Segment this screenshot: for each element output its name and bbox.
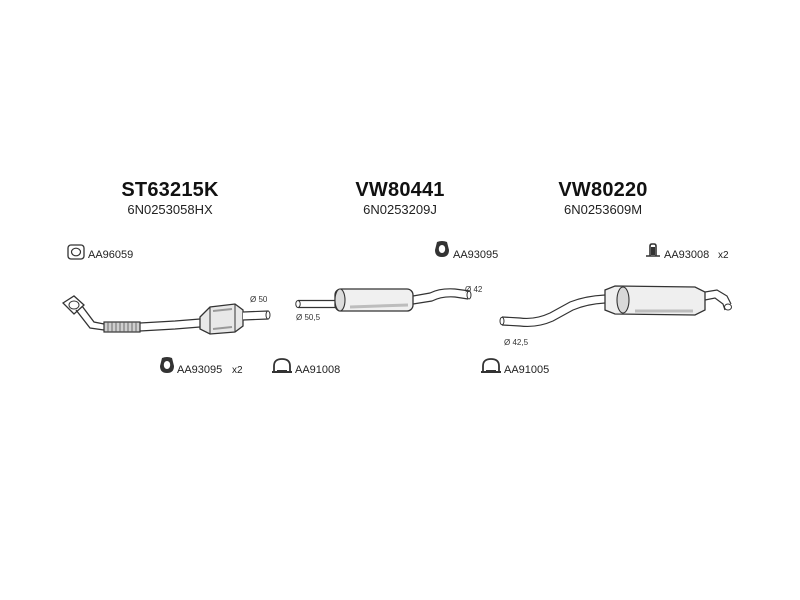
dimension-middle-outlet: Ø 42 [465,285,483,294]
dimension-front-outlet: Ø 50 [250,295,268,304]
gasket-icon [67,244,85,260]
assembly-2-part-code: VW80441 [355,179,445,201]
mounting-bracket-icon [646,243,660,257]
assembly-1-oem-code: 6N0253058HX [127,202,213,217]
assembly-3-part-code: VW80220 [558,179,648,201]
accessory-bracket-label: AA93008 [664,249,710,261]
dimension-rear-inlet: Ø 42,5 [504,338,529,347]
accessory-gasket-label: AA96059 [88,249,134,261]
pipe-clamp-icon [481,358,501,373]
pipe-clamp-icon [272,358,292,373]
accessory-bracket-qty: x2 [718,250,729,261]
accessory-hanger-left-label: AA93095 [177,364,223,376]
assembly-2-oem-code: 6N0253209J [363,202,437,217]
assembly-3-oem-code: 6N0253609M [563,202,643,217]
accessory-clamp-right-label: AA91005 [504,364,550,376]
assembly-1-part-code: ST63215K [121,179,219,201]
accessory-hanger-left-qty: x2 [232,365,243,376]
rubber-hanger-icon [160,357,174,373]
accessory-hanger-middle-label: AA93095 [453,249,499,261]
dimension-middle-inlet: Ø 50,5 [296,313,321,322]
front-pipe-catalyst-drawing [61,295,271,335]
rubber-hanger-icon [435,241,449,257]
accessory-clamp-left-label: AA91008 [295,364,341,376]
middle-silencer-drawing [295,288,472,312]
rear-silencer-drawing [499,285,732,328]
